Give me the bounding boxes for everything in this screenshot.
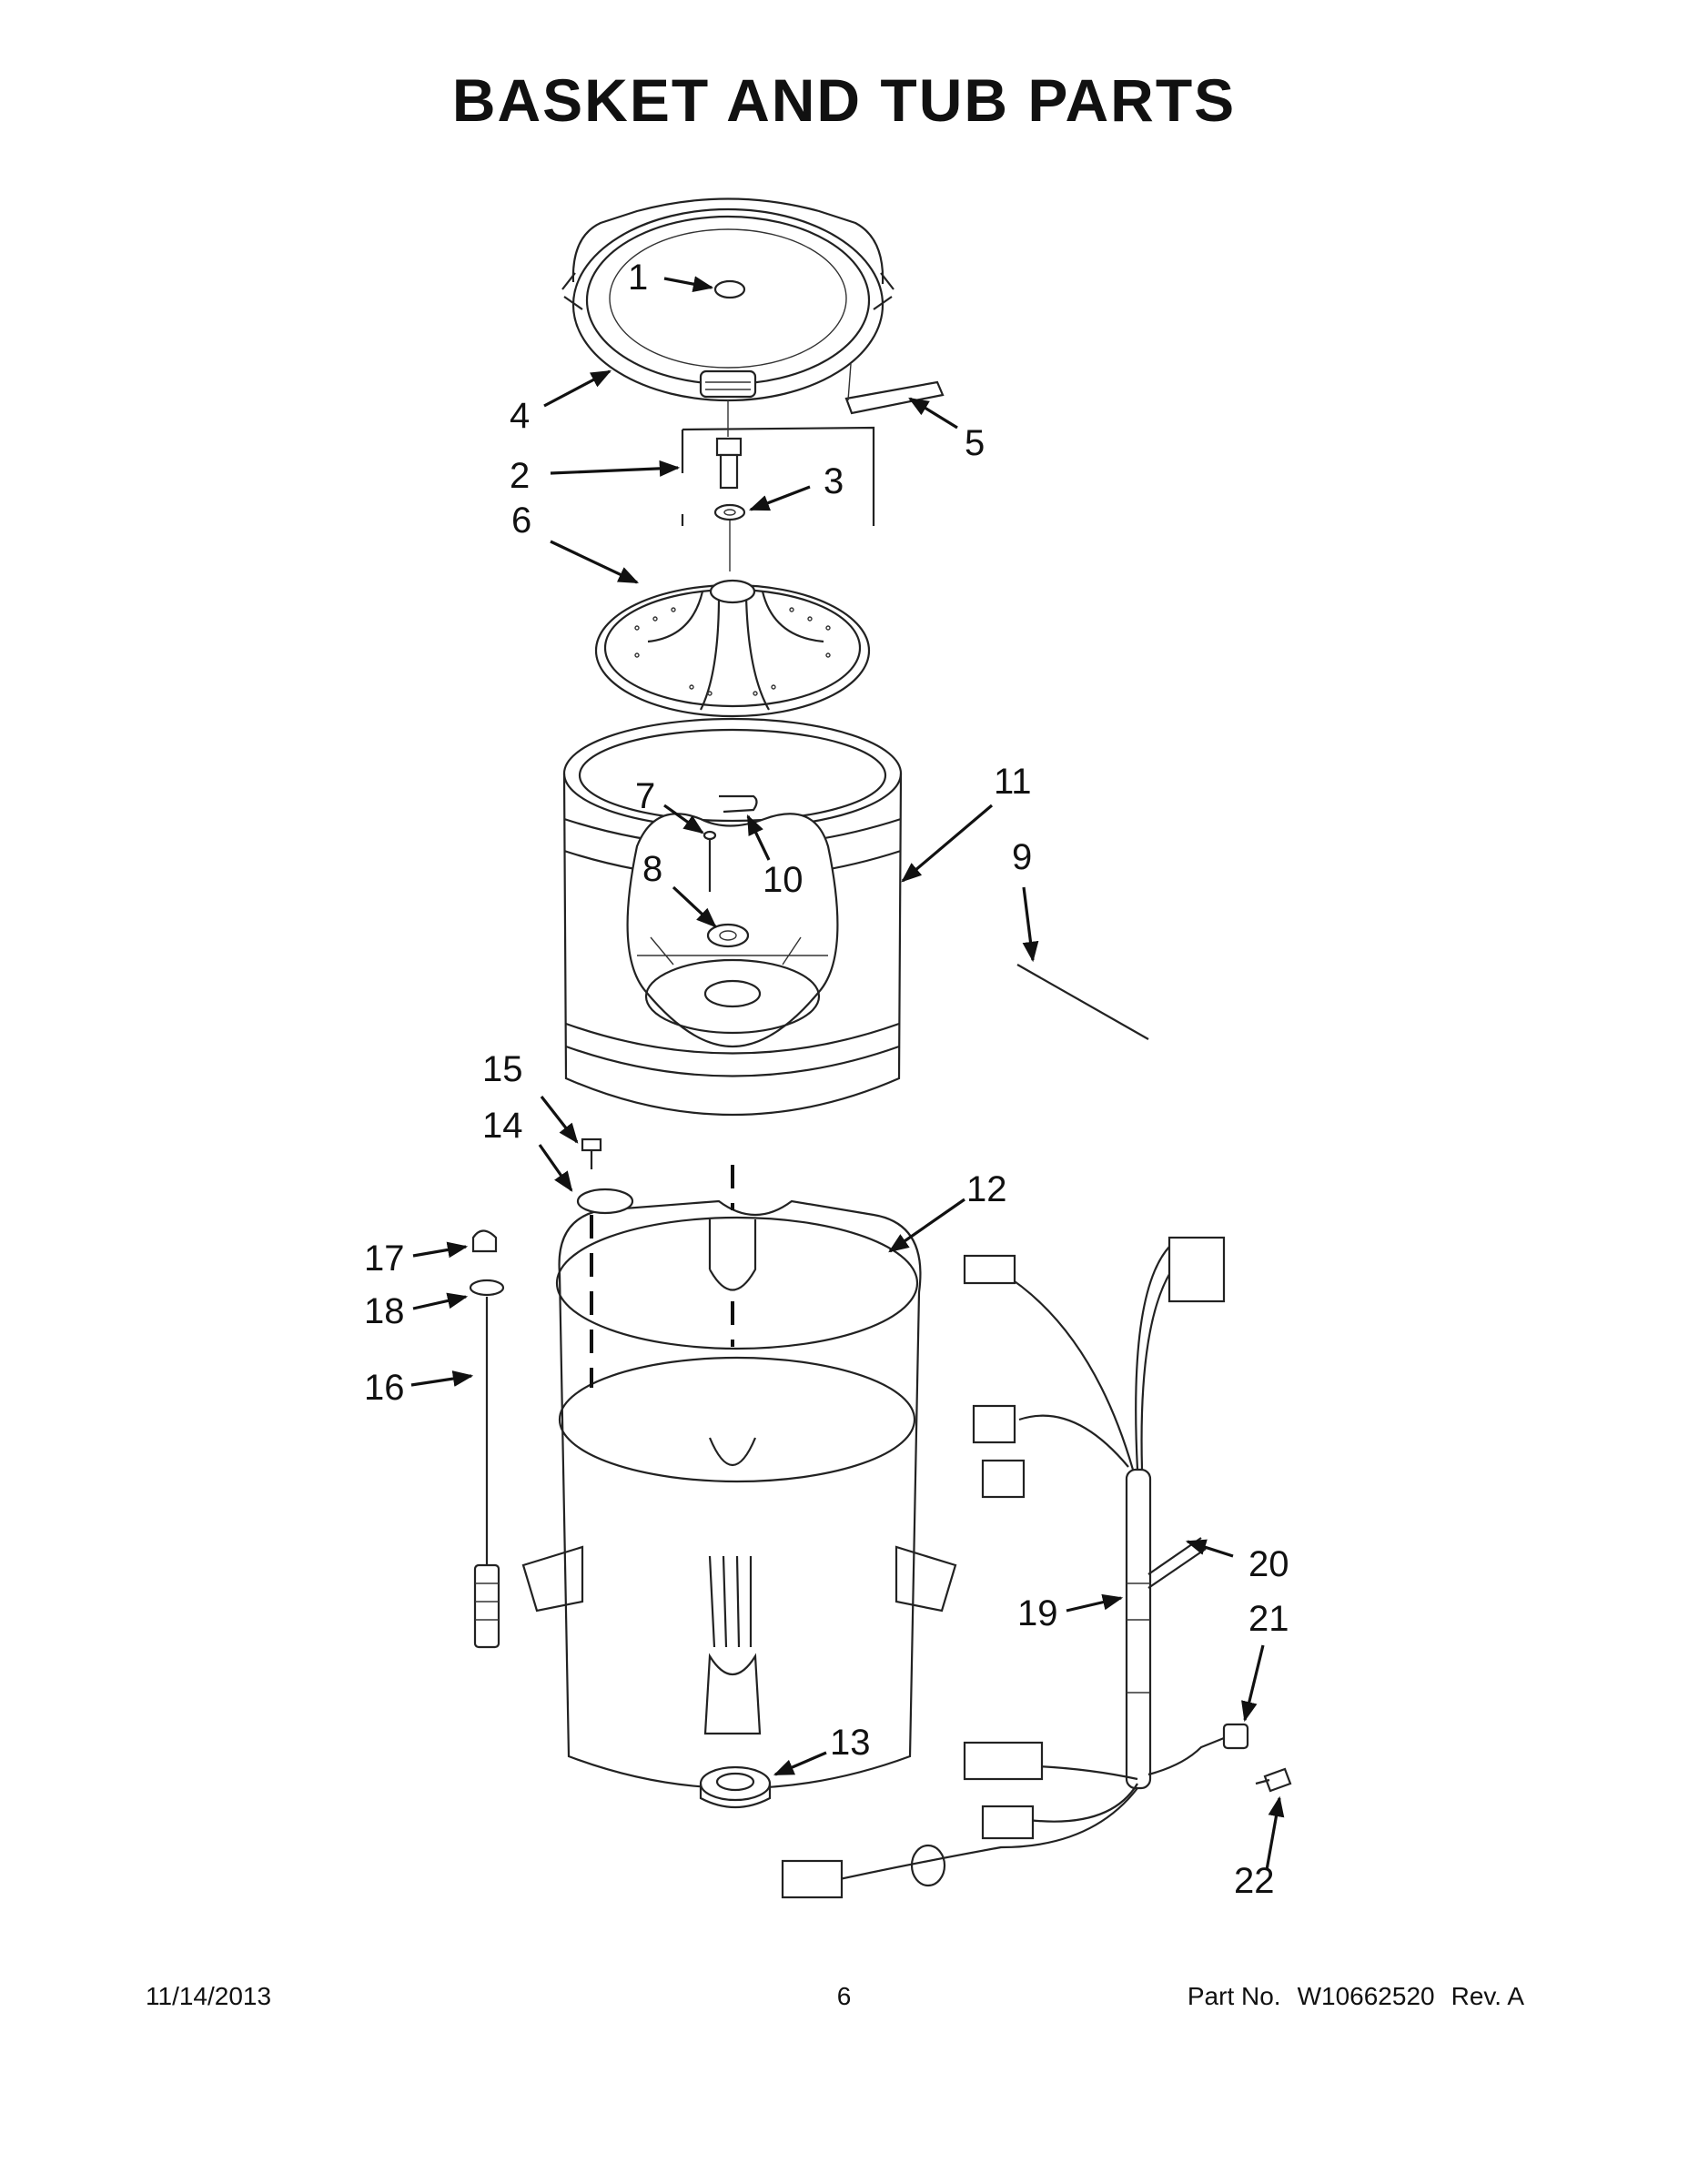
footer-date: 11/14/2013 <box>146 1982 272 2010</box>
callout-14: 14 <box>482 1106 523 1146</box>
callout-22: 22 <box>1234 1861 1275 1901</box>
part-number: W10662520 <box>1297 1982 1435 2010</box>
callout-2: 2 <box>510 456 530 496</box>
screw-hub-clip-parts <box>702 794 758 948</box>
callout-5: 5 <box>965 423 985 463</box>
callout-labels: 1 2 3 4 5 6 7 8 9 10 11 12 13 14 15 16 1… <box>364 258 1289 1901</box>
callout-1: 1 <box>628 258 648 298</box>
bolt-washer-parts <box>681 400 875 571</box>
callout-8: 8 <box>642 849 662 889</box>
callout-21: 21 <box>1248 1599 1289 1639</box>
strip-part <box>844 363 945 415</box>
callout-7: 7 <box>635 776 655 816</box>
impeller-plate-part <box>594 579 871 718</box>
part-label: Part No. <box>1187 1982 1281 2010</box>
callout-4: 4 <box>510 396 530 436</box>
suspension-parts <box>469 1138 634 1649</box>
callout-10: 10 <box>763 860 804 900</box>
footer-part-number: Part No. W10662520 Rev. A <box>1171 1982 1524 2011</box>
leader-arrows <box>410 276 1285 1871</box>
callout-3: 3 <box>824 461 844 501</box>
callout-15: 15 <box>482 1049 523 1089</box>
callout-12: 12 <box>966 1169 1007 1209</box>
callout-13: 13 <box>830 1723 871 1763</box>
rod-part <box>1016 964 1149 1040</box>
basket-part <box>562 717 903 1117</box>
callout-16: 16 <box>364 1368 405 1408</box>
callout-17: 17 <box>364 1239 405 1279</box>
callout-18: 18 <box>364 1291 405 1331</box>
page-title: BASKET AND TUB PARTS <box>451 66 1237 134</box>
tub-seal-part <box>699 1765 772 1809</box>
callout-19: 19 <box>1017 1593 1058 1633</box>
revision: Rev. A <box>1450 1982 1524 2010</box>
tub-part <box>521 1165 957 1790</box>
callout-9: 9 <box>1012 837 1032 877</box>
footer-page-number: 6 <box>836 1982 852 2010</box>
callout-11: 11 <box>994 762 1032 802</box>
wire-harness-part <box>781 1236 1292 1899</box>
callout-6: 6 <box>511 500 531 541</box>
callout-20: 20 <box>1248 1544 1289 1584</box>
basket-ring-part <box>561 197 895 402</box>
